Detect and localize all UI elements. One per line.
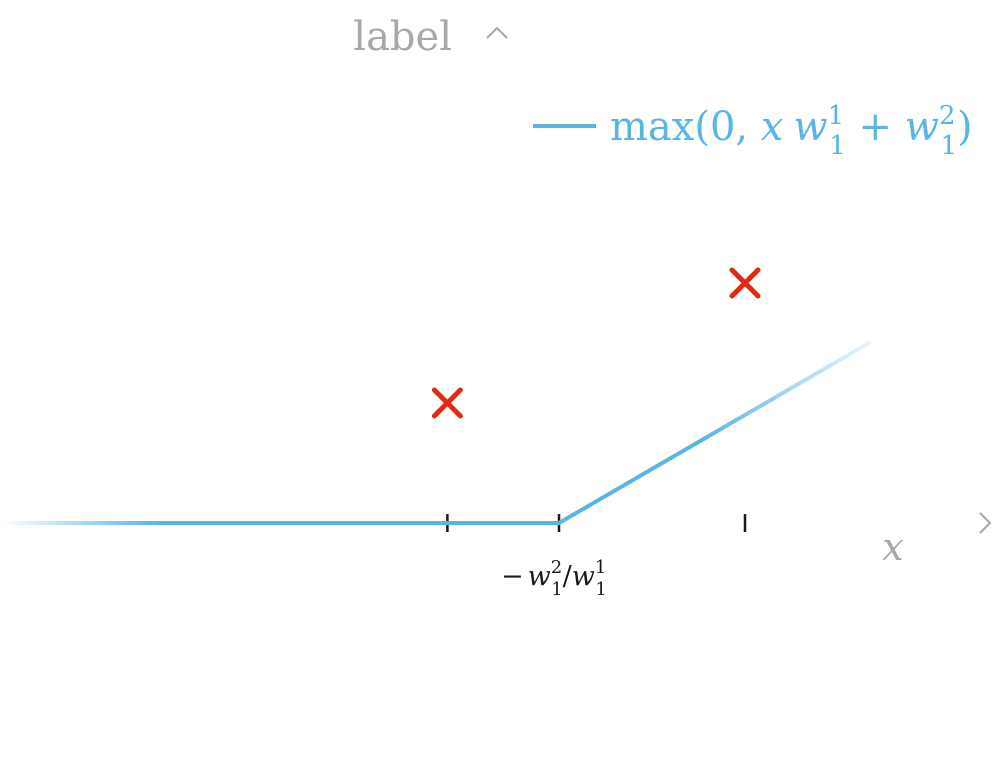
subscript: 1 xyxy=(551,579,562,600)
w-symbol: w xyxy=(528,561,551,592)
legend-close: ) xyxy=(957,104,973,150)
superscript: 1 xyxy=(595,557,606,578)
marker-stroke xyxy=(431,387,463,419)
legend-w: w xyxy=(793,104,827,150)
data-point-marker xyxy=(729,267,761,299)
y-axis-label: label xyxy=(353,14,452,60)
legend-prefix: max(0, xyxy=(610,104,761,150)
y-axis-arrowhead xyxy=(486,26,508,39)
subscript: 1 xyxy=(595,579,606,600)
superscript: 2 xyxy=(551,557,562,578)
legend-sub: 1 xyxy=(940,131,957,161)
w-symbol: w xyxy=(572,561,595,592)
data-point-marker xyxy=(431,387,463,419)
legend-sup: 2 xyxy=(939,101,956,131)
relu-ramp-segment xyxy=(557,341,871,525)
legend-x: x xyxy=(761,104,784,150)
legend-sup: 1 xyxy=(828,101,845,131)
x-axis-arrowhead xyxy=(979,512,992,534)
relu-series xyxy=(0,341,871,525)
marker-stroke xyxy=(729,267,761,299)
minus-sign: − xyxy=(501,561,524,592)
slash: / xyxy=(563,561,573,592)
legend-sub: 1 xyxy=(829,131,846,161)
legend-w: w xyxy=(905,104,939,150)
data-points xyxy=(431,267,761,419)
legend-plus: + xyxy=(846,104,905,150)
x-axis-label: x xyxy=(882,525,903,569)
